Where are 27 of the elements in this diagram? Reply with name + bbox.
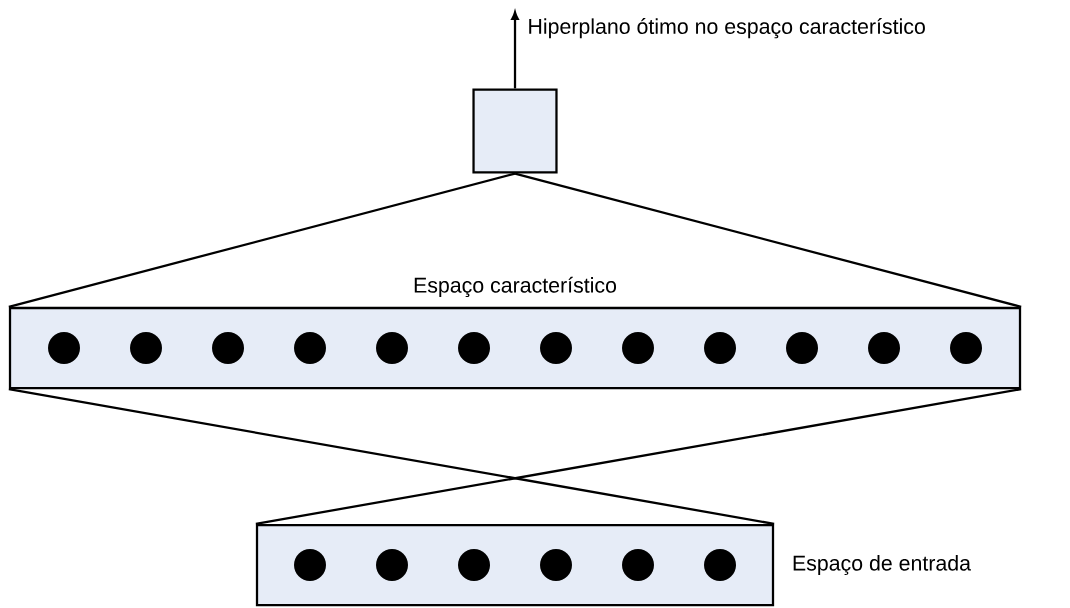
neuron-dot <box>458 549 490 581</box>
neuron-dot <box>458 332 490 364</box>
neuron-dot <box>704 332 736 364</box>
connector-line <box>255 388 1022 525</box>
neuron-dot <box>294 332 326 364</box>
neuron-dot <box>540 332 572 364</box>
layer-title: Espaço característico <box>414 276 617 298</box>
neuron-dot <box>786 332 818 364</box>
arrow <box>511 11 519 89</box>
connector-line <box>514 172 1022 308</box>
neuron-dot <box>622 549 654 581</box>
neuron-dot <box>212 332 244 364</box>
connector-line <box>8 388 775 525</box>
edge-label: Hiperplano ótimo no espaço característico <box>529 18 925 39</box>
neuron-dot <box>540 549 572 581</box>
neuron-dot <box>376 332 408 364</box>
connector-line <box>8 172 516 308</box>
neuron-dot <box>868 332 900 364</box>
neuron-dot <box>704 549 736 581</box>
neuron-dot <box>130 332 162 364</box>
neuron-dot <box>48 332 80 364</box>
layer-box <box>472 88 558 174</box>
neuron-dot <box>622 332 654 364</box>
neuron-dot <box>950 332 982 364</box>
neuron-dot <box>376 549 408 581</box>
layer-caption: Espaço de entrada <box>793 555 971 575</box>
neuron-dot <box>294 549 326 581</box>
